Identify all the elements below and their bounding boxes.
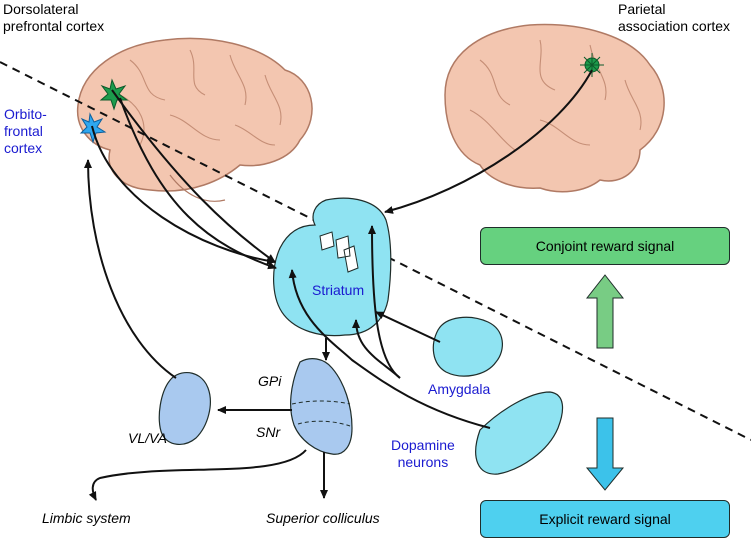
down-arrow bbox=[585, 417, 625, 491]
label-parietal: Parietal association cortex bbox=[618, 1, 731, 34]
label-dlpfc: Dorsolateral prefrontal cortex bbox=[3, 1, 105, 34]
label-limbic-system: Limbic system bbox=[42, 510, 131, 526]
gpi-snr-shape bbox=[290, 358, 353, 455]
vlva-shape bbox=[158, 371, 211, 445]
label-striatum: Striatum bbox=[312, 282, 365, 298]
dlpfc-star bbox=[99, 78, 129, 111]
label-vlva: VL/VA bbox=[128, 430, 167, 446]
explicit-reward-box: Explicit reward signal bbox=[480, 500, 730, 538]
right-brain bbox=[444, 23, 665, 193]
conjoint-reward-box: Conjoint reward signal bbox=[480, 227, 730, 265]
up-arrow bbox=[585, 274, 625, 349]
amygdala-shape bbox=[432, 316, 503, 377]
label-gpi: GPi bbox=[258, 373, 282, 389]
striatum-shape bbox=[273, 197, 392, 337]
connection-arrows bbox=[84, 69, 593, 501]
dopamine-shape bbox=[475, 391, 564, 475]
label-dopamine: Dopamine neurons bbox=[391, 437, 455, 470]
striatum-internal-marks bbox=[319, 231, 359, 273]
left-brain bbox=[76, 37, 313, 202]
label-snr: SNr bbox=[256, 424, 281, 440]
label-superior-colliculus: Superior colliculus bbox=[266, 510, 380, 526]
parietal-star bbox=[580, 53, 604, 77]
label-amygdala: Amygdala bbox=[428, 381, 491, 397]
label-ofc: Orbito- frontal cortex bbox=[4, 106, 47, 156]
